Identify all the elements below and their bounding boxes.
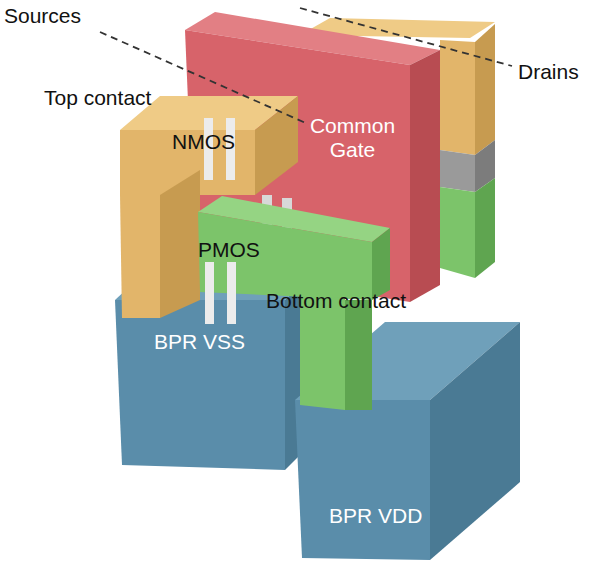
rail-front (115, 300, 285, 470)
block-label: BPR VDD (329, 504, 422, 528)
block-label: BPR VSS (154, 330, 245, 354)
part-label: Top contact (44, 86, 151, 110)
contact-front (120, 195, 160, 318)
device-label: NMOS (172, 130, 235, 154)
contact-front (440, 40, 475, 155)
region-label: Sources (4, 4, 81, 28)
leader-line (100, 32, 308, 124)
contact-front (198, 212, 372, 300)
contact-side (475, 24, 495, 155)
spacer (440, 150, 475, 192)
gate-side (410, 50, 440, 302)
region-label: Drains (518, 60, 579, 84)
contact-front (300, 296, 345, 410)
nanosheet (205, 262, 214, 324)
contact-side (475, 178, 495, 278)
leader-line (300, 8, 512, 66)
device-block: BPR VSS (150, 328, 249, 356)
contact-front (440, 187, 475, 278)
part-label: Bottom contact (266, 289, 406, 313)
rail-front (295, 400, 430, 560)
nanosheet (227, 262, 236, 324)
contact-side (160, 170, 200, 318)
device-block: Common Gate (305, 112, 400, 164)
rail-side (430, 322, 520, 560)
device-label: PMOS (198, 238, 260, 262)
device-block: BPR VDD (325, 502, 426, 530)
block-label: Common Gate (309, 114, 396, 162)
contact-side (345, 300, 372, 410)
